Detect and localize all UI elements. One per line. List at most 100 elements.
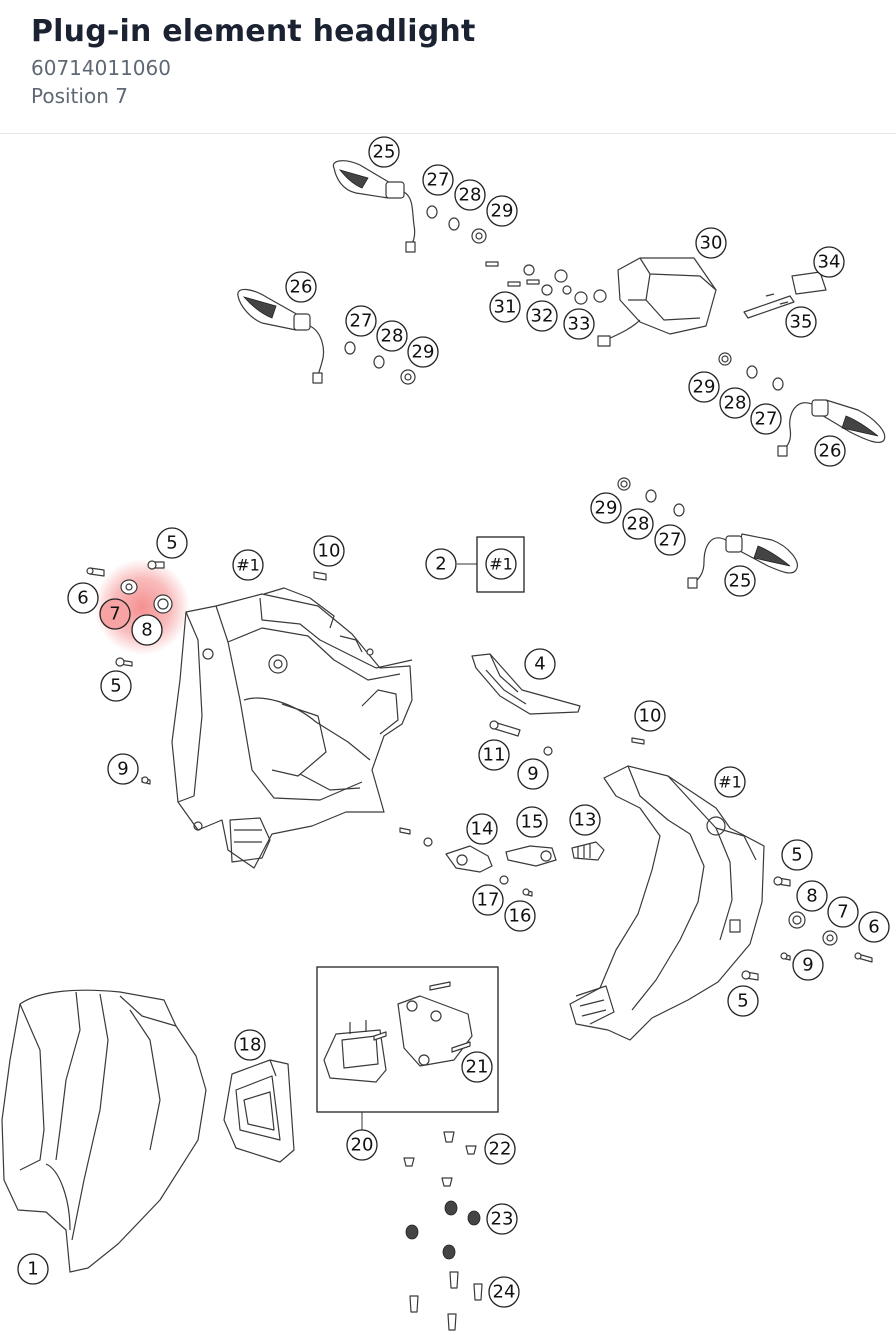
callout-22[interactable]: 22 bbox=[484, 1133, 516, 1165]
callout-16[interactable]: 16 bbox=[504, 900, 536, 932]
callout-1[interactable]: 1 bbox=[17, 1253, 49, 1285]
reference-box bbox=[457, 536, 525, 593]
callout-14[interactable]: 14 bbox=[466, 813, 498, 845]
callout-11[interactable]: 11 bbox=[478, 739, 510, 771]
svg-text:26: 26 bbox=[290, 277, 313, 298]
callout-23[interactable]: 23 bbox=[486, 1203, 518, 1235]
headlight-center-parts bbox=[399, 653, 645, 897]
callout-32[interactable]: 32 bbox=[526, 300, 558, 332]
callout-5-right-bottom[interactable]: 5 bbox=[727, 985, 759, 1017]
callout-8-right[interactable]: 8 bbox=[796, 880, 828, 912]
svg-text:5: 5 bbox=[737, 991, 748, 1012]
callout-2[interactable]: 2 bbox=[425, 548, 457, 580]
svg-text:28: 28 bbox=[627, 514, 650, 535]
callout-10-right[interactable]: 10 bbox=[634, 700, 666, 732]
callout-27-top[interactable]: 27 bbox=[422, 164, 454, 196]
svg-text:17: 17 bbox=[477, 890, 500, 911]
callout-35[interactable]: 35 bbox=[785, 306, 817, 338]
right-fasteners bbox=[741, 876, 873, 981]
callout-hash1-right[interactable]: #1 bbox=[714, 766, 746, 798]
callout-5-top-left[interactable]: 5 bbox=[156, 527, 188, 559]
svg-text:28: 28 bbox=[724, 393, 747, 414]
turn-signal-right bbox=[777, 399, 886, 457]
callout-21[interactable]: 21 bbox=[461, 1051, 493, 1083]
callout-34[interactable]: 34 bbox=[813, 246, 845, 278]
callout-10-left[interactable]: 10 bbox=[313, 535, 345, 567]
svg-text:8: 8 bbox=[806, 886, 817, 907]
svg-text:14: 14 bbox=[471, 819, 494, 840]
svg-text:16: 16 bbox=[509, 906, 532, 927]
callout-4[interactable]: 4 bbox=[524, 648, 556, 680]
svg-text:9: 9 bbox=[117, 759, 128, 780]
callout-15[interactable]: 15 bbox=[516, 806, 548, 838]
license-bracket bbox=[743, 271, 827, 319]
callout-27-right[interactable]: 27 bbox=[750, 403, 782, 435]
headlight-bracket-right bbox=[569, 765, 765, 1041]
callout-28-top[interactable]: 28 bbox=[454, 179, 486, 211]
callout-7-right[interactable]: 7 bbox=[827, 896, 859, 928]
callout-hash1-box[interactable]: #1 bbox=[485, 548, 517, 580]
callout-7-left-highlighted[interactable]: 7 bbox=[99, 598, 131, 630]
svg-text:31: 31 bbox=[494, 297, 517, 318]
svg-text:10: 10 bbox=[318, 541, 341, 562]
svg-text:25: 25 bbox=[729, 571, 752, 592]
page-header: Plug-in element headlight 60714011060 Po… bbox=[0, 0, 896, 134]
callout-13[interactable]: 13 bbox=[569, 804, 601, 836]
turn-signal-top bbox=[332, 160, 416, 253]
svg-text:22: 22 bbox=[489, 1139, 512, 1160]
callout-29-top[interactable]: 29 bbox=[486, 195, 518, 227]
callout-25-lower[interactable]: 25 bbox=[724, 565, 756, 597]
svg-text:34: 34 bbox=[818, 252, 841, 273]
svg-text:6: 6 bbox=[77, 588, 88, 609]
washers-and-nuts bbox=[344, 205, 784, 517]
bracket-group-box bbox=[316, 966, 499, 1131]
callout-24[interactable]: 24 bbox=[488, 1276, 520, 1308]
callout-17[interactable]: 17 bbox=[472, 884, 504, 916]
callout-6-right[interactable]: 6 bbox=[858, 911, 890, 943]
svg-text:29: 29 bbox=[491, 201, 514, 222]
callout-29-right[interactable]: 29 bbox=[688, 371, 720, 403]
callout-33[interactable]: 33 bbox=[563, 308, 595, 340]
turn-signal-lower-right bbox=[687, 533, 798, 589]
svg-text:#1: #1 bbox=[236, 556, 260, 575]
callout-27-lower[interactable]: 27 bbox=[654, 524, 686, 556]
svg-text:7: 7 bbox=[837, 902, 848, 923]
svg-text:5: 5 bbox=[166, 533, 177, 554]
svg-text:5: 5 bbox=[110, 676, 121, 697]
callout-28-lower[interactable]: 28 bbox=[622, 508, 654, 540]
callout-29-lower[interactable]: 29 bbox=[590, 492, 622, 524]
callout-9-left[interactable]: 9 bbox=[107, 753, 139, 785]
callout-9-right[interactable]: 9 bbox=[792, 949, 824, 981]
callout-5-right-top[interactable]: 5 bbox=[781, 839, 813, 871]
callout-18[interactable]: 18 bbox=[234, 1029, 266, 1061]
callout-27-left[interactable]: 27 bbox=[345, 305, 377, 337]
svg-text:29: 29 bbox=[693, 377, 716, 398]
callout-28-left[interactable]: 28 bbox=[376, 320, 408, 352]
callout-6-left[interactable]: 6 bbox=[67, 582, 99, 614]
callout-28-right[interactable]: 28 bbox=[719, 387, 751, 419]
svg-text:9: 9 bbox=[527, 764, 538, 785]
svg-text:27: 27 bbox=[659, 530, 682, 551]
svg-text:9: 9 bbox=[802, 955, 813, 976]
svg-text:35: 35 bbox=[790, 312, 813, 333]
callout-25-top[interactable]: 25 bbox=[368, 136, 400, 168]
svg-text:2: 2 bbox=[435, 554, 446, 575]
svg-text:#1: #1 bbox=[718, 773, 742, 792]
callout-26-right[interactable]: 26 bbox=[814, 435, 846, 467]
callout-9-center[interactable]: 9 bbox=[517, 758, 549, 790]
callout-5-mid-left[interactable]: 5 bbox=[100, 670, 132, 702]
svg-text:30: 30 bbox=[700, 233, 723, 254]
callout-20[interactable]: 20 bbox=[346, 1129, 378, 1161]
svg-text:25: 25 bbox=[373, 142, 396, 163]
tail-light bbox=[597, 257, 717, 347]
callout-hash1-left[interactable]: #1 bbox=[232, 549, 264, 581]
callout-26-left[interactable]: 26 bbox=[285, 271, 317, 303]
svg-text:27: 27 bbox=[350, 311, 373, 332]
turn-signal-left bbox=[237, 288, 325, 384]
callout-8-left[interactable]: 8 bbox=[131, 614, 163, 646]
callout-29-left[interactable]: 29 bbox=[407, 336, 439, 368]
callout-30[interactable]: 30 bbox=[695, 227, 727, 259]
front-fairing bbox=[1, 989, 207, 1273]
callout-31[interactable]: 31 bbox=[489, 291, 521, 323]
svg-text:18: 18 bbox=[239, 1035, 262, 1056]
